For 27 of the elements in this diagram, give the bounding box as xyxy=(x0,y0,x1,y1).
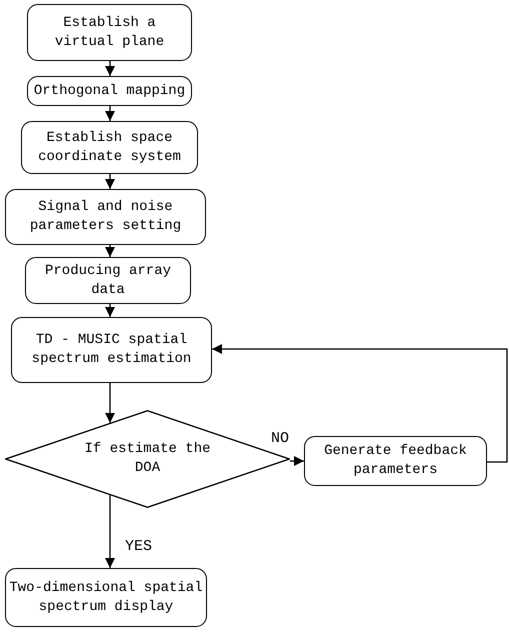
arrow xyxy=(105,245,115,257)
process-box xyxy=(27,76,192,106)
process-text: Establish space coordinate system xyxy=(37,128,182,166)
arrow xyxy=(290,456,304,466)
process-text: Producing array data xyxy=(44,262,172,300)
process-box xyxy=(5,189,206,245)
arrow xyxy=(105,304,115,317)
decision-text: If estimate the DOA xyxy=(83,440,212,478)
process-text: Signal and noise parameters setting xyxy=(28,198,182,236)
process-box xyxy=(25,257,191,304)
process-text: Two-dimensional spatial spectrum display xyxy=(8,578,204,616)
process-box xyxy=(304,436,487,486)
arrow xyxy=(105,61,115,76)
arrow xyxy=(105,174,115,189)
arrow xyxy=(105,383,115,423)
process-text: Generate feedback parameters xyxy=(323,442,468,480)
decision-diamond xyxy=(5,410,290,508)
arrow xyxy=(212,344,508,463)
process-box xyxy=(27,4,192,61)
process-box xyxy=(5,568,207,627)
process-text: TD - MUSIC spatial spectrum estimation xyxy=(30,331,192,369)
process-box xyxy=(21,121,198,174)
arrow xyxy=(105,495,115,568)
process-text: Orthogonal mapping xyxy=(34,82,186,100)
arrow xyxy=(105,106,115,121)
process-box xyxy=(11,317,212,383)
process-text: Establish a virtual plane xyxy=(54,14,166,52)
